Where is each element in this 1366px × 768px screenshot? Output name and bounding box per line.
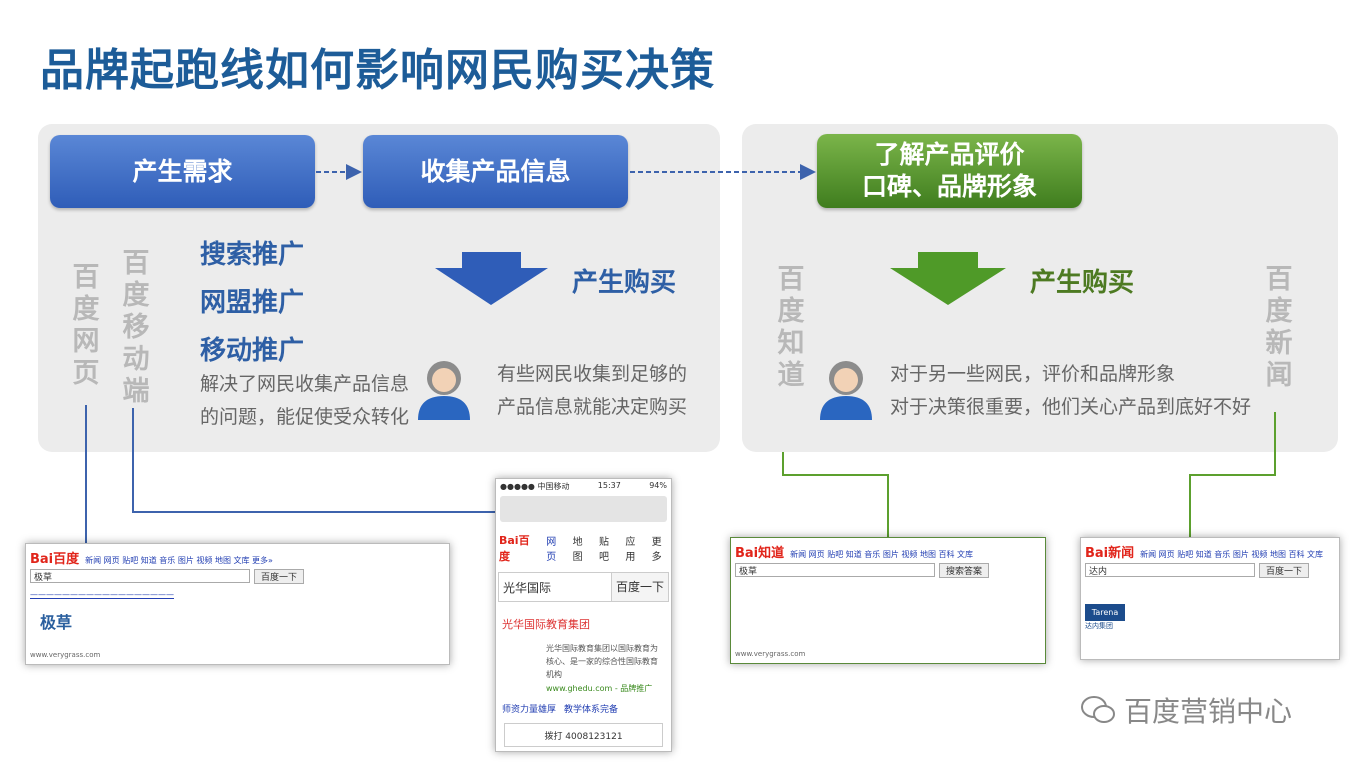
tab-map: 地图 [572, 537, 583, 563]
search-input: 光华国际 [503, 580, 552, 595]
tab-tieba: 贴吧 [598, 537, 609, 563]
sitelink: 教学体系完备 [564, 705, 619, 715]
down-arrow-green-icon [890, 252, 1006, 305]
screenshot-baidu-zhidao: Bai知道新闻 网页 贴吧 知道 音乐 图片 视频 地图 百科 文库 极草搜索答… [730, 537, 1046, 664]
search-input: 达内 [1085, 563, 1255, 577]
note-line: 产品信息就能决定购买 [497, 396, 688, 418]
note-line: 对于决策很重要，他们关心产品到底好不好 [890, 396, 1252, 418]
sitelink: 师资力量雄厚 [502, 705, 557, 715]
search-button: 百度一下 [610, 573, 668, 601]
note-line: 有些网民收集到足够的 [497, 363, 688, 385]
promo-mobile: 移动推广 [200, 336, 305, 366]
user-icon-left [418, 361, 470, 420]
search-button: 百度一下 [254, 569, 305, 584]
promo-search: 搜索推广 [200, 240, 305, 270]
user-icon-right [820, 361, 872, 420]
carrier: ●●●●● 中国移动 [500, 482, 570, 491]
result-title: —————————————————— [30, 590, 174, 599]
result-title: 光华国际教育集团 [502, 618, 590, 631]
line-zhidao [782, 452, 889, 538]
buy-label-left: 产生购买 [572, 268, 677, 298]
nav-links: 新闻 网页 贴吧 知道 音乐 图片 视频 地图 文库 更多» [85, 556, 273, 565]
brand-name: 达内集团 [1085, 622, 1113, 630]
label-baidu-news: 百度新闻 [1265, 264, 1293, 391]
label-baidu-mobile: 百度移动端 [122, 248, 150, 407]
step-reviews-line2: 口碑、品牌形象 [861, 172, 1037, 201]
step-demand: 产生需求 [50, 135, 315, 208]
tab-web: 网页 [546, 537, 557, 563]
clock: 15:37 [597, 481, 621, 490]
tab-more: 更多 [651, 537, 662, 563]
note-line: 对于另一些网民，评价和品牌形象 [890, 363, 1176, 385]
baidu-logo: Bai新闻 [1085, 546, 1135, 561]
watermark: 百度营销中心 [1080, 690, 1292, 730]
baidu-logo: Bai百度 [499, 534, 530, 563]
call-button: 拨打 4008123121 [504, 723, 663, 747]
brand-logo: Tarena [1085, 604, 1125, 621]
screenshot-baidu-mobile: ●●●●● 中国移动 15:37 94% Bai百度网页地图贴吧应用更多 光华国际 百… [495, 478, 672, 752]
screenshot-baidu-web: Bai百度新闻 网页 贴吧 知道 音乐 图片 视频 地图 文库 更多» 极草百度… [25, 543, 450, 665]
baidu-logo: Bai百度 [30, 552, 80, 567]
step-reviews: 了解产品评价口碑、品牌形象 [817, 134, 1082, 208]
desc-line: 的问题，能促使受众转化 [200, 406, 410, 428]
search-input: 极草 [30, 569, 250, 583]
result-url: www.verygrass.com [30, 651, 101, 659]
search-button: 搜索答案 [939, 563, 990, 578]
battery: 94% [649, 481, 667, 490]
label-baidu-web: 百度网页 [72, 262, 100, 389]
note-right: 对于另一些网民，评价和品牌形象对于决策很重要，他们关心产品到底好不好 [890, 358, 1251, 424]
desc-line: 解决了网民收集产品信息 [200, 373, 410, 395]
result-url: www.verygrass.com [735, 650, 806, 658]
down-arrow-blue-icon [435, 252, 548, 305]
nav-links: 新闻 网页 贴吧 知道 音乐 图片 视频 地图 百科 文库 [1140, 550, 1324, 559]
search-input: 极草 [735, 563, 935, 577]
buy-label-right: 产生购买 [1030, 268, 1135, 298]
search-button: 百度一下 [1259, 563, 1310, 578]
baidu-logo: Bai知道 [735, 546, 785, 561]
tab-apps: 应用 [625, 537, 636, 563]
step-reviews-line1: 了解产品评价 [874, 140, 1025, 169]
brand-logo: 极草 [40, 613, 73, 632]
screenshot-baidu-news: Bai新闻新闻 网页 贴吧 知道 音乐 图片 视频 地图 百科 文库 达内百度一… [1080, 537, 1340, 660]
label-baidu-zhidao: 百度知道 [777, 264, 805, 391]
address-bar [500, 496, 667, 522]
result-desc: 光华国际教育集团以国际教育为核心、是一家的综合性国际教育机构 [546, 644, 658, 679]
line-mobile [132, 408, 496, 513]
wechat-icon [1081, 696, 1115, 723]
result-url: www.ghedu.com - 品牌推广 [546, 684, 653, 693]
step-collect-info: 收集产品信息 [363, 135, 628, 208]
page-title: 品牌起跑线如何影响网民购买决策 [40, 45, 715, 96]
desc-left: 解决了网民收集产品信息的问题，能促使受众转化 [200, 368, 409, 434]
promo-network: 网盟推广 [200, 288, 305, 318]
line-news [1189, 412, 1276, 537]
watermark-text: 百度营销中心 [1124, 695, 1293, 728]
note-left: 有些网民收集到足够的产品信息就能决定购买 [497, 358, 687, 424]
nav-links: 新闻 网页 贴吧 知道 音乐 图片 视频 地图 百科 文库 [790, 550, 974, 559]
